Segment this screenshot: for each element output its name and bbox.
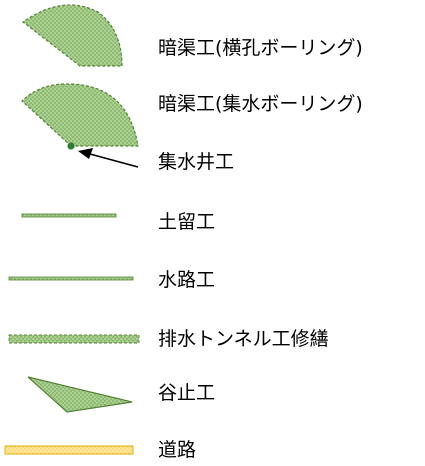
check-dam-label: 谷止工 bbox=[158, 382, 216, 404]
collecting-well-arrowhead-icon bbox=[78, 148, 93, 159]
check-dam-triangle-icon bbox=[27, 376, 133, 413]
tunnel-repair-label: 排水トンネル工修繕 bbox=[158, 328, 329, 350]
collecting-drain-label: 暗渠工(集水ボーリング) bbox=[158, 93, 363, 115]
horizontal-drain-label: 暗渠工(横孔ボーリング) bbox=[158, 37, 363, 59]
retaining-wall-label: 土留工 bbox=[158, 211, 216, 233]
collecting-well-label: 集水井工 bbox=[158, 151, 235, 173]
collecting-well-dot-icon bbox=[67, 142, 75, 150]
channel-line-icon bbox=[8, 276, 134, 281]
road-label: 道路 bbox=[158, 439, 197, 461]
horizontal-drain-fan-icon bbox=[21, 4, 123, 67]
road-band-icon bbox=[4, 445, 134, 455]
channel-label: 水路工 bbox=[158, 269, 216, 291]
retaining-wall-line-icon bbox=[21, 213, 117, 218]
collecting-drain-fan-icon bbox=[21, 83, 139, 147]
collecting-well-arrow-line bbox=[89, 153, 139, 168]
tunnel-repair-band-icon bbox=[8, 334, 140, 344]
